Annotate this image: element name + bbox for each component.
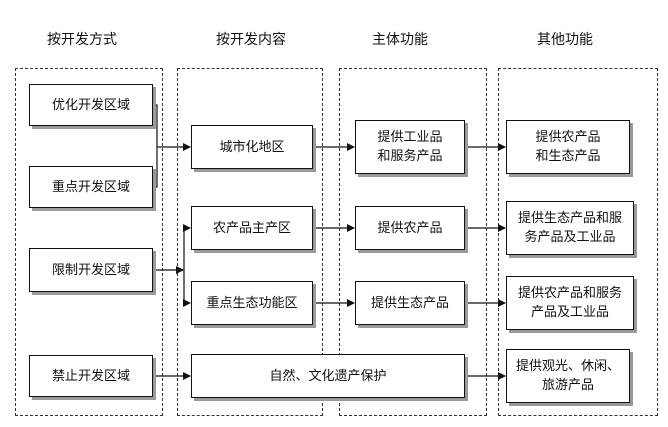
header-development-content: 按开发内容	[216, 32, 286, 48]
box-main-ecological: 提供生态产品	[355, 281, 465, 325]
column-main-function	[339, 68, 487, 416]
column-development-mode	[15, 68, 163, 416]
box-optimize-development: 优化开发区域	[29, 84, 153, 126]
box-other-agricultural: 提供生态产品和服 务产品及工业品	[506, 201, 634, 255]
box-key-development: 重点开发区域	[29, 166, 153, 208]
box-agricultural-area: 农产品主产区	[191, 206, 313, 250]
header-development-mode: 按开发方式	[47, 32, 117, 48]
box-other-urban: 提供农产品 和生态产品	[506, 120, 630, 174]
connector-key	[153, 147, 158, 188]
box-ecological-area: 重点生态功能区	[191, 281, 313, 325]
box-other-heritage: 提供观光、休闲、 旅游产品	[506, 349, 630, 403]
box-limited-development: 限制开发区域	[29, 248, 153, 292]
box-urbanized-area: 城市化地区	[191, 125, 313, 169]
box-heritage-protection: 自然、文化遗产保护	[191, 354, 465, 398]
header-main-function: 主体功能	[372, 32, 428, 48]
box-main-urban: 提供工业品 和服务产品	[355, 120, 465, 174]
column-development-content	[177, 68, 323, 416]
box-forbidden-development: 禁止开发区域	[29, 355, 153, 397]
header-other-function: 其他功能	[537, 32, 593, 48]
box-main-agricultural: 提供农产品	[355, 206, 465, 250]
column-other-function	[498, 68, 658, 416]
connector-optimize	[153, 104, 158, 147]
box-other-ecological: 提供农产品和服务 产品及工业品	[506, 276, 634, 330]
